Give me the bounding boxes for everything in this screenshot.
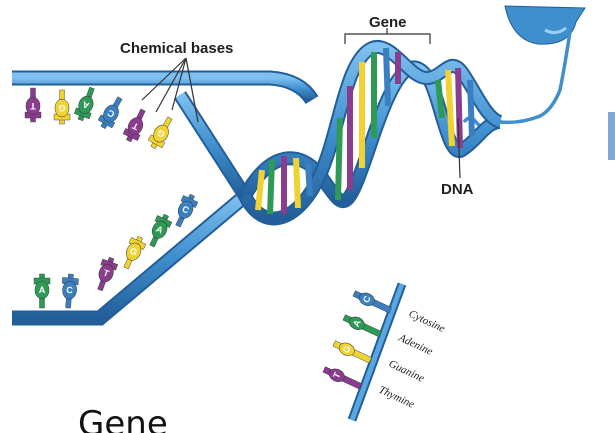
legend-label: Adenine <box>396 331 435 358</box>
gene-label: Gene <box>369 14 407 31</box>
upper-base-2: A <box>73 85 100 122</box>
upper-base-4: T <box>121 107 150 145</box>
upper-base-3: C <box>96 94 127 131</box>
gene-callout: Gene <box>345 14 430 44</box>
page-caption: Gene <box>78 404 168 433</box>
chemical-bases-label: Chemical bases <box>120 40 233 57</box>
legend-item-adenine: A <box>342 312 383 340</box>
edge-tab <box>608 112 615 160</box>
legend-item-cytosine: C <box>352 288 393 316</box>
lower-base-5: C <box>171 192 200 230</box>
legend-label: Cytosine <box>407 308 447 335</box>
base-legend: C Cytosine A Adenine G Guanine T Thymine <box>322 284 447 420</box>
lower-base-4: A <box>145 212 174 250</box>
dna-label: DNA <box>441 181 474 198</box>
lower-base-2: T <box>92 255 119 292</box>
helix-backbone <box>12 47 500 318</box>
legend-label: Guanine <box>387 358 427 385</box>
legend-item-guanine: G <box>332 338 373 366</box>
legend-item-thymine: T <box>322 364 363 392</box>
base-letter: T <box>30 101 36 111</box>
upper-base-1: G <box>54 90 70 124</box>
upper-base-0: T <box>25 88 41 122</box>
lower-base-0: A <box>34 274 50 308</box>
lower-base-3: G <box>119 234 148 272</box>
lower-base-1: C <box>60 273 79 308</box>
base-letter: G <box>58 103 65 113</box>
legend-label: Thymine <box>377 384 417 411</box>
upper-base-5: G <box>146 114 177 151</box>
base-letter: A <box>39 285 46 295</box>
